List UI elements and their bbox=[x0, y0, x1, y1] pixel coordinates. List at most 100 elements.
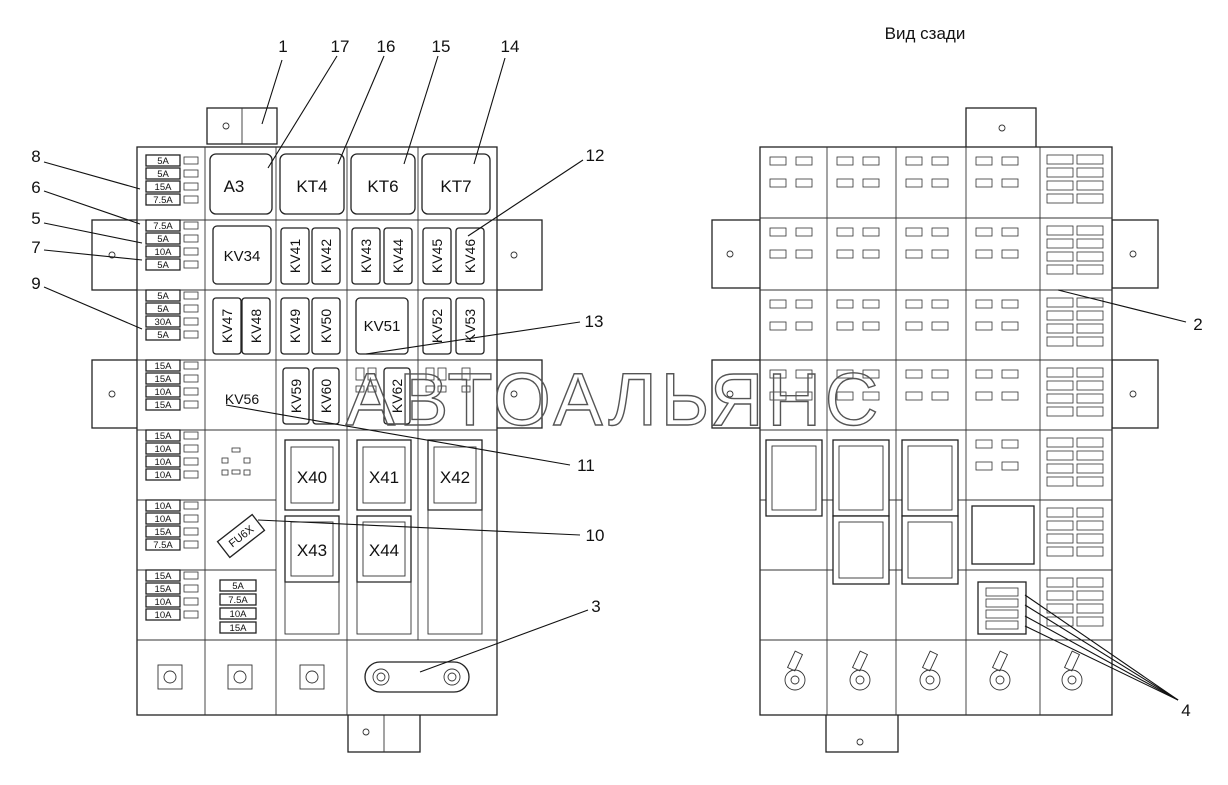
rear-left-tab-upper bbox=[711, 219, 763, 289]
fuse-left-3-label: 15A bbox=[155, 182, 173, 193]
relay-kv50-label: KV50 bbox=[318, 309, 334, 343]
fuse-left-1-box bbox=[145, 154, 181, 167]
fuse-left-10-label: 5A bbox=[157, 304, 169, 315]
relay-kv44-box bbox=[383, 227, 413, 285]
relay-kv46-box bbox=[455, 227, 485, 285]
fuse-left-13-label: 15A bbox=[155, 361, 173, 372]
callout-17: 17 bbox=[331, 37, 350, 56]
callout-16: 16 bbox=[377, 37, 396, 56]
connector-x42-label: X42 bbox=[440, 468, 470, 487]
relay-kv56-label: KV56 bbox=[225, 391, 259, 407]
fuse-left-14-label: 15A bbox=[155, 374, 173, 385]
module-a3-label: A3 bbox=[224, 177, 245, 196]
fuse-left-26-label: 15A bbox=[155, 584, 173, 595]
fuse-left-24-label: 7.5A bbox=[153, 540, 173, 551]
fuse-left-24-box bbox=[145, 538, 181, 551]
fuse-left-12-box bbox=[145, 328, 181, 341]
connector-x44-label: X44 bbox=[369, 541, 399, 560]
fuse-left-28-box bbox=[145, 608, 181, 621]
connector-x41-box bbox=[356, 439, 412, 511]
fuse-small-4-box bbox=[219, 621, 257, 634]
fuse-left-2-label: 5A bbox=[157, 169, 169, 180]
rear-view bbox=[711, 107, 1159, 753]
relay-kv51-box bbox=[355, 297, 409, 355]
relay-kv62-label: KV62 bbox=[389, 379, 405, 413]
fuse-left-19-box bbox=[145, 455, 181, 468]
relay-kv42-label: KV42 bbox=[318, 239, 334, 273]
rear-top-tab bbox=[965, 107, 1037, 149]
connector-x42-box bbox=[427, 439, 483, 511]
relay-kv46-label: KV46 bbox=[462, 239, 478, 273]
fuse-left-16-label: 15A bbox=[155, 400, 173, 411]
fuse-left-16-box bbox=[145, 398, 181, 411]
fuse-left-25-box bbox=[145, 569, 181, 582]
relay-kv60-label: KV60 bbox=[318, 379, 334, 413]
fuse-left-1-label: 5A bbox=[157, 156, 169, 167]
relay-kv49-label: KV49 bbox=[287, 309, 303, 343]
fuse-small-3-box bbox=[219, 607, 257, 620]
relay-kv50-box bbox=[311, 297, 341, 355]
fuse-left-13-box bbox=[145, 359, 181, 372]
fuse-left-8-label: 5A bbox=[157, 260, 169, 271]
fuse-left-5-box bbox=[145, 219, 181, 232]
callout-9: 9 bbox=[31, 274, 40, 293]
fuse-small-4-label: 15A bbox=[230, 623, 248, 634]
watermark: АВТОАЛЬЯНС bbox=[346, 358, 883, 441]
fuse-left-12-label: 5A bbox=[157, 330, 169, 341]
fuse-left-14-box bbox=[145, 372, 181, 385]
fuse-left-15-label: 10A bbox=[155, 387, 173, 398]
fuse-left-4-box bbox=[145, 193, 181, 206]
rear-view-title: Вид сзади bbox=[885, 24, 966, 43]
callout-11: 11 bbox=[577, 456, 595, 475]
fuse-left-3-box bbox=[145, 180, 181, 193]
rear-left-tab-lower bbox=[711, 359, 763, 429]
fuse-left-8-box bbox=[145, 258, 181, 271]
relay-kv52-label: KV52 bbox=[429, 309, 445, 343]
callout-12: 12 bbox=[586, 146, 605, 165]
relay-kv45-label: KV45 bbox=[429, 239, 445, 273]
relay-kv49-box bbox=[280, 297, 310, 355]
module-kt7-box bbox=[421, 153, 491, 215]
fuse-left-21-label: 10A bbox=[155, 501, 173, 512]
fuse-left-22-box bbox=[145, 512, 181, 525]
fuse-left-19-label: 10A bbox=[155, 457, 173, 468]
connector-x43-label: X43 bbox=[297, 541, 327, 560]
fuse-small-1-label: 5A bbox=[232, 581, 244, 592]
fuse-left-6-label: 5A bbox=[157, 234, 169, 245]
fuse-left-17-box bbox=[145, 429, 181, 442]
connector-x40-box bbox=[284, 439, 340, 511]
fuse-small-3-label: 10A bbox=[230, 609, 248, 620]
fuse-left-27-label: 10A bbox=[155, 597, 173, 608]
fuse-block-fu6x-box bbox=[216, 513, 266, 559]
fuse-left-7-box bbox=[145, 245, 181, 258]
fuse-left-10-box bbox=[145, 302, 181, 315]
module-kt6-label: KT6 bbox=[367, 177, 398, 196]
callout-14: 14 bbox=[501, 37, 520, 56]
callout-1: 1 bbox=[278, 37, 287, 56]
relay-kv53-label: KV53 bbox=[462, 309, 478, 343]
relay-kv52-box bbox=[422, 297, 452, 355]
module-kt6-box bbox=[350, 153, 416, 215]
relay-kv43-box bbox=[351, 227, 381, 285]
connector-x40-label: X40 bbox=[297, 468, 327, 487]
relay-kv45-box bbox=[422, 227, 452, 285]
relay-socket-symbol bbox=[221, 447, 251, 476]
relay-kv41-label: KV41 bbox=[287, 239, 303, 273]
relay-kv59-box bbox=[282, 367, 310, 425]
module-kt4-label: KT4 bbox=[296, 177, 327, 196]
callout-7: 7 bbox=[31, 238, 40, 257]
fuse-left-25-label: 15A bbox=[155, 571, 173, 582]
relay-kv51-label: KV51 bbox=[364, 318, 401, 335]
relay-kv43-label: KV43 bbox=[358, 239, 374, 273]
callout-2: 2 bbox=[1193, 315, 1202, 334]
connector-x43-box bbox=[284, 515, 340, 583]
relay-kv62-box bbox=[383, 367, 411, 425]
relay-kv47-label: KV47 bbox=[219, 309, 235, 343]
ground-bar bbox=[364, 661, 470, 693]
fuse-left-22-label: 10A bbox=[155, 514, 173, 525]
rear-right-tab-upper bbox=[1111, 219, 1159, 289]
callout-6: 6 bbox=[31, 178, 40, 197]
callout-10: 10 bbox=[586, 526, 605, 545]
